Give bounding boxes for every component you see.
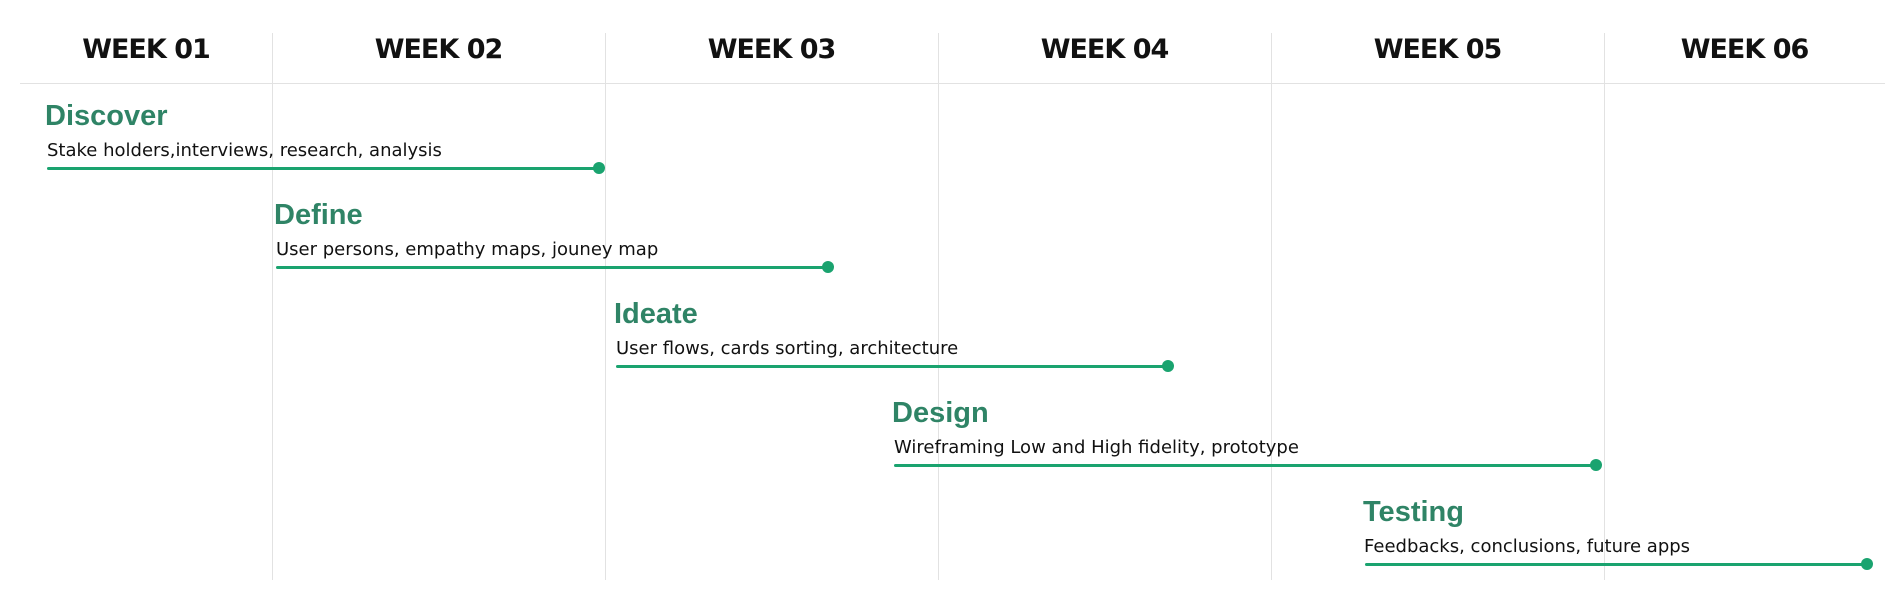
column-divider bbox=[605, 33, 606, 580]
phase-end-dot bbox=[822, 261, 834, 273]
week-header-05: WEEK 05 bbox=[1373, 34, 1503, 65]
phase-end-dot bbox=[1861, 558, 1873, 570]
week-header-03: WEEK 03 bbox=[707, 34, 837, 65]
phase-description: Stake holders,interviews, research, anal… bbox=[47, 140, 442, 161]
header-divider bbox=[20, 83, 1885, 84]
column-divider bbox=[1271, 33, 1272, 580]
phase-bar bbox=[894, 464, 1597, 467]
phase-title: Design bbox=[892, 397, 989, 429]
column-divider bbox=[1604, 33, 1605, 580]
phase-description: Feedbacks, conclusions, future apps bbox=[1364, 536, 1691, 557]
week-header-01: WEEK 01 bbox=[82, 34, 211, 65]
column-divider bbox=[272, 33, 273, 580]
phase-bar bbox=[616, 365, 1169, 368]
phase-bar bbox=[276, 266, 829, 269]
phase-title: Discover bbox=[45, 100, 168, 132]
phase-title: Testing bbox=[1363, 496, 1464, 528]
week-header-04: WEEK 04 bbox=[1040, 34, 1170, 65]
week-header-06: WEEK 06 bbox=[1680, 34, 1810, 65]
phase-description: Wireframing Low and High fidelity, proto… bbox=[894, 437, 1299, 458]
phase-end-dot bbox=[1590, 459, 1602, 471]
column-divider bbox=[938, 33, 939, 580]
week-header-02: WEEK 02 bbox=[374, 34, 504, 65]
phase-title: Define bbox=[274, 199, 363, 231]
phase-end-dot bbox=[1162, 360, 1174, 372]
phase-description: User persons, empathy maps, jouney map bbox=[276, 239, 659, 260]
phase-bar bbox=[1365, 563, 1868, 566]
phase-bar bbox=[47, 167, 600, 170]
phase-end-dot bbox=[593, 162, 605, 174]
phase-description: User flows, cards sorting, architecture bbox=[616, 338, 959, 359]
phase-title: Ideate bbox=[614, 298, 698, 330]
